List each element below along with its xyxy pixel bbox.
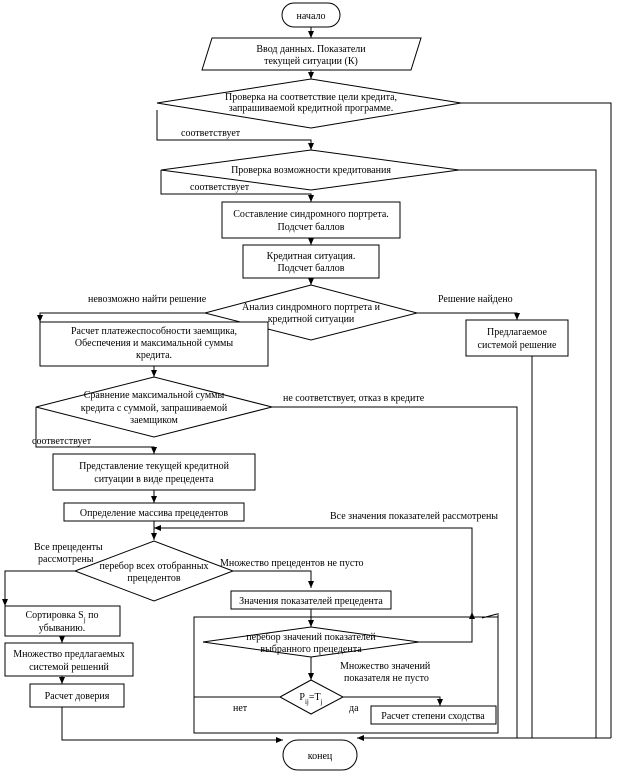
define-array-label: Определение массива прецедентов [80, 508, 228, 519]
iterate-precedents-decision [73, 540, 235, 602]
calc-solvency-label-1: Расчет платежеспособности заемщика, [71, 326, 237, 337]
all-precedents-label-1: Все прецеденты [34, 542, 103, 553]
syndrome-label-1: Составление синдромного портрета. [233, 209, 389, 220]
iterate-values-label-1: перебор значений показателей [246, 632, 376, 643]
calc-solvency-process [39, 321, 269, 367]
edge-inner-loop [193, 613, 499, 734]
edge-compare-yes [35, 407, 157, 454]
edge-checkgoal-no [461, 102, 612, 738]
credit-situation-process [242, 244, 380, 279]
compare-decision [35, 376, 273, 438]
precedent-values-label: Значения показателей прецедента [239, 596, 383, 607]
precedent-values-process [230, 590, 392, 610]
input-label-1: Ввод данных. Показатели [256, 44, 366, 55]
calc-solvency-label-2: Обеспечения и максимальной суммы [75, 338, 233, 349]
proposed-label-2: системой решение [478, 340, 557, 351]
syndrome-label-2: Подсчет баллов [278, 222, 345, 233]
edge-iterate-notempty [233, 570, 314, 588]
set-proposed-label-1: Множество предлагаемых [13, 649, 125, 660]
end-terminal [282, 739, 358, 771]
sort-label-1: Сортировка Sj по [25, 610, 98, 624]
check-credit-label: Проверка возможности кредитования [231, 165, 391, 176]
all-values-reviewed-label: Все значения показателей рассмотрены [330, 511, 498, 522]
edge-values-loopback [154, 525, 473, 640]
compare-label-1: Сравнение максимальной суммы [84, 390, 225, 401]
analysis-label-1: Анализ синдромного портрета и [242, 302, 381, 313]
flowchart-edges [2, 27, 612, 743]
edge-checkgoal-yes [156, 110, 314, 150]
iterate-values-label-2: выбранного прецедента [260, 644, 362, 655]
values-not-empty-label-1: Множество значений [340, 661, 431, 672]
check-goal-label-2: запрашиваемой кредитной программе. [229, 103, 393, 114]
edge-checkcredit-yes [160, 170, 314, 202]
define-array-process [63, 502, 245, 522]
start-terminal [281, 2, 341, 28]
edge-iterate-done [2, 570, 75, 606]
compare-label-3: заемщиком [130, 415, 178, 426]
check-goal-yes-label: соответствует [181, 128, 241, 139]
check-goal-label-1: Проверка на соответствие цели кредита, [225, 92, 397, 103]
edge-confidence-end [61, 707, 283, 743]
proposed-solution-process [465, 319, 569, 357]
check-credit-decision [160, 149, 460, 191]
input-parallelogram [201, 37, 422, 71]
analysis-found-label: Решение найдено [438, 294, 513, 305]
confidence-label: Расчет доверия [45, 691, 110, 702]
similarity-label: Расчет степени сходства [381, 711, 485, 722]
calc-solvency-label-3: кредита. [136, 350, 172, 361]
edge-iterate-values-back [419, 612, 475, 643]
edge-checkcredit-no [459, 169, 597, 738]
precedent-process [52, 453, 256, 491]
precedent-label-2: ситуации в виде прецедента [94, 474, 214, 485]
iterate-precedents-label-1: перебор всех отобранных [100, 561, 209, 572]
iterate-values-decision [202, 626, 420, 658]
syndrome-process [221, 201, 401, 239]
precedent-label-1: Представление текущей кредитной [79, 461, 229, 472]
all-precedents-label-2: рассмотрены [38, 554, 94, 565]
set-proposed-process [4, 642, 134, 677]
edge-loop-tick [481, 613, 498, 619]
edge-analysis-notfound [37, 312, 205, 322]
sort-label-2: убыванию. [39, 623, 85, 634]
check-goal-decision [156, 78, 462, 129]
sort-process [4, 605, 121, 637]
end-label: конец [308, 751, 333, 762]
values-not-empty-label-2: показателя не пусто [344, 673, 429, 684]
similarity-process [370, 705, 497, 725]
compare-label-2: кредита с суммой, запрашиваемой [81, 403, 228, 414]
iterate-precedents-label-2: прецедентов [127, 573, 181, 584]
analysis-label-2: кредитной ситуации [268, 314, 355, 325]
credit-situation-label-1: Кредитная ситуация. [267, 251, 356, 262]
flowchart-nodes: начало Ввод данных. Показатели текущей с… [4, 2, 569, 771]
condition-decision [278, 679, 345, 715]
compare-no-label: не соответствует, отказ в кредите [283, 393, 425, 404]
edge-compare-no [272, 406, 518, 738]
edge-cond-yes [343, 696, 443, 706]
set-proposed-label-2: системой решений [29, 662, 109, 673]
cond-yes-label: да [349, 703, 359, 714]
compare-yes-label: соответствует [32, 436, 92, 447]
analysis-notfound-label: невозможно найти решение [88, 294, 207, 305]
edge-analysis-found [417, 312, 520, 320]
precedents-not-empty-label: Множество прецедентов не пусто [220, 558, 364, 569]
condition-label: Pij=Tj [299, 692, 322, 706]
check-credit-yes-label: соответствует [190, 182, 250, 193]
credit-situation-label-2: Подсчет баллов [278, 263, 345, 274]
confidence-process [29, 683, 125, 708]
start-label: начало [297, 11, 326, 22]
input-label-2: текущей ситуации (К) [264, 56, 358, 67]
proposed-label-1: Предлагаемое [487, 327, 547, 338]
cond-no-label: нет [233, 703, 248, 714]
